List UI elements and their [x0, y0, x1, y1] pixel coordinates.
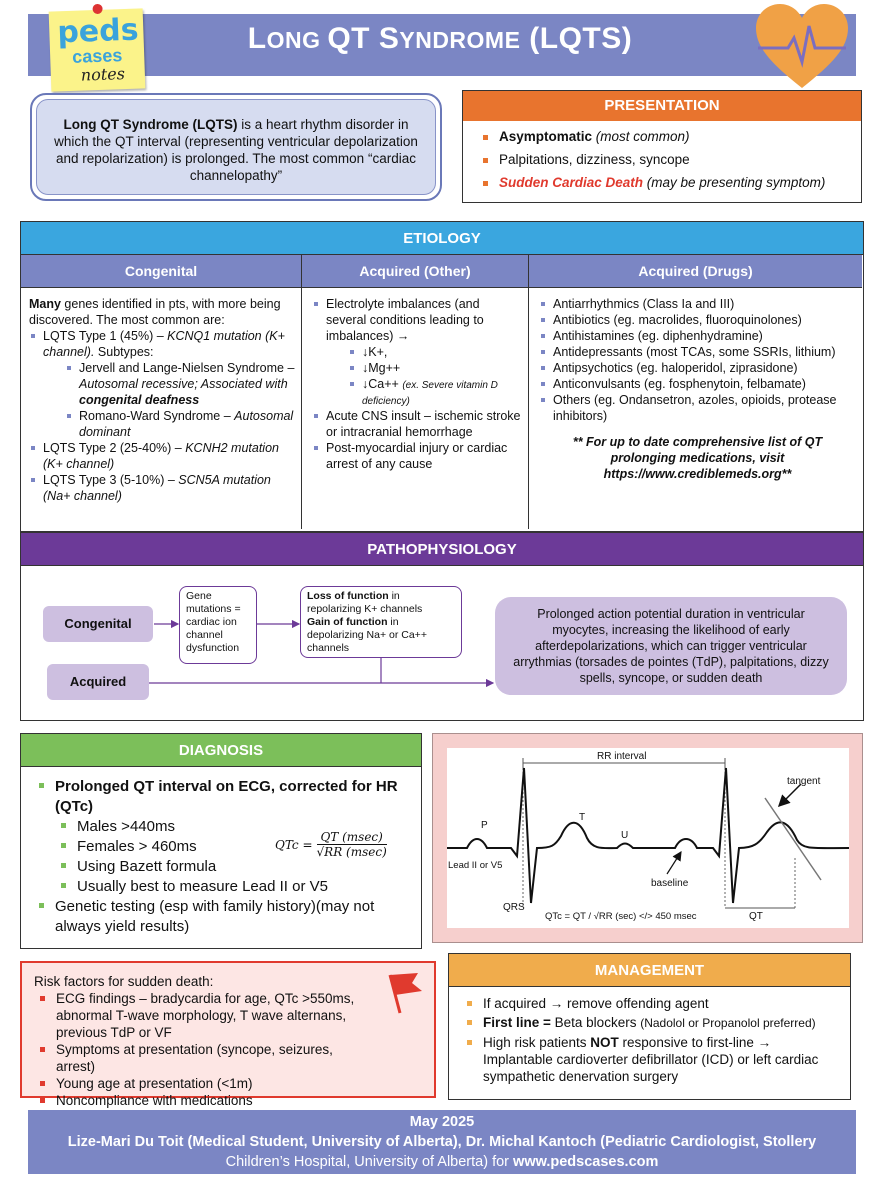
footer: May 2025 Lize-Mari Du Toit (Medical Stud…	[28, 1110, 856, 1174]
page-title: LONG QT SYNDROME (LQTS)	[247, 22, 633, 55]
diagnosis-heading: DIAGNOSIS	[21, 734, 421, 767]
list-item: Sudden Cardiac Death (may be presenting …	[477, 175, 849, 190]
header-bar	[28, 14, 856, 76]
list-item: Antipsychotics (eg. haloperidol, ziprasi…	[539, 360, 856, 376]
list-item: Electrolyte imbalances (and several cond…	[312, 296, 522, 408]
list-item: Symptoms at presentation (syncope, seizu…	[34, 1041, 374, 1075]
list-item: Palpitations, dizziness, syncope	[477, 152, 849, 167]
acquired-box: Acquired	[47, 664, 149, 700]
list-item: ↓K+,	[348, 344, 522, 360]
list-item: LQTS Type 3 (5-10%) – SCN5A mutation (Na…	[29, 472, 295, 504]
list-item: Usually best to measure Lead II or V5	[55, 877, 411, 897]
presentation-heading: PRESENTATION	[463, 91, 861, 121]
heart-icon	[756, 4, 848, 88]
list-item: Prolonged QT interval on ECG, corrected …	[33, 777, 411, 817]
bazett-formula: QTc = QT (msec) √RR (msec)	[275, 830, 387, 859]
congenital-box: Congenital	[43, 606, 153, 642]
list-item: If acquired → remove offending agent	[461, 995, 842, 1012]
management-section: MANAGEMENT If acquired → remove offendin…	[448, 953, 851, 1100]
pedscases-logo: peds cases notes	[48, 3, 146, 92]
list-item: ↓Mg++	[348, 360, 522, 376]
ecg-trace	[447, 758, 850, 909]
list-item: Post-myocardial injury or cardiac arrest…	[312, 440, 522, 472]
pin-icon	[92, 3, 103, 15]
congenital-column: Congenital Many genes identified in pts,…	[21, 255, 302, 529]
management-heading: MANAGEMENT	[449, 954, 850, 987]
acquired-other-column: Acquired (Other) Electrolyte imbalances …	[302, 255, 529, 529]
channel-function-box: Loss of function in repolarizing K+ chan…	[300, 586, 462, 658]
definition-box: Long QT Syndrome (LQTS) is a heart rhyth…	[30, 93, 442, 201]
patho-arrows	[149, 619, 495, 688]
gene-mutation-box: Gene mutations = cardiac ion channel dys…	[179, 586, 257, 664]
list-item: Romano-Ward Syndrome – Autosomal dominan…	[65, 408, 295, 440]
crediblemeds-note: ** For up to date comprehensive list of …	[572, 435, 823, 481]
ecg-diagram: RR interval tangent P T U Lead II or V5 …	[432, 733, 863, 943]
list-item: LQTS Type 2 (25-40%) – KCNH2 mutation (K…	[29, 440, 295, 472]
list-item: Antihistamines (eg. diphenhydramine)	[539, 328, 856, 344]
list-item: ECG findings – bradycardia for age, QTc …	[34, 990, 374, 1041]
patho-heading: PATHOPHYSIOLOGY	[21, 533, 863, 566]
etiology-section: ETIOLOGY Congenital Many genes identifie…	[20, 221, 864, 532]
etiology-heading: ETIOLOGY	[21, 222, 863, 255]
list-item: Females > 460ms	[55, 837, 411, 857]
list-item: Males >440ms	[55, 817, 411, 837]
list-item: Antiarrhythmics (Class Ia and III)	[539, 296, 856, 312]
flag-icon	[388, 973, 422, 1014]
list-item: High risk patients NOT responsive to fir…	[461, 1034, 842, 1085]
list-item: First line = Beta blockers (Nadolol or P…	[461, 1014, 842, 1032]
acquired-drugs-column: Acquired (Drugs) Antiarrhythmics (Class …	[529, 255, 862, 529]
list-item: Jervell and Lange-Nielsen Syndrome – Aut…	[65, 360, 295, 408]
list-item: Noncompliance with medications	[34, 1092, 374, 1109]
list-item: LQTS Type 1 (45%) – KCNQ1 mutation (K+ c…	[29, 328, 295, 440]
list-item: ↓Ca++ (ex. Severe vitamin D deficiency)	[348, 376, 522, 408]
presentation-section: PRESENTATION Asymptomatic (most common) …	[462, 90, 862, 203]
list-item: Antibiotics (eg. macrolides, fluoroquino…	[539, 312, 856, 328]
risk-factors-box: Risk factors for sudden death: ECG findi…	[20, 961, 436, 1108]
risk-title: Risk factors for sudden death:	[34, 974, 214, 989]
list-item: Genetic testing (esp with family history…	[33, 897, 411, 937]
diagnosis-section: DIAGNOSIS Prolonged QT interval on ECG, …	[20, 733, 422, 949]
list-item: Others (eg. Ondansetron, azoles, opioids…	[539, 392, 856, 424]
list-item: Acute CNS insult – ischemic stroke or in…	[312, 408, 522, 440]
list-item: Antidepressants (most TCAs, some SSRIs, …	[539, 344, 856, 360]
pathophysiology-section: PATHOPHYSIOLOGY Congenital Acquired Gene…	[20, 532, 864, 721]
result-box: Prolonged action potential duration in v…	[495, 597, 847, 695]
list-item: Using Bazett formula	[55, 857, 411, 877]
list-item: Anticonvulsants (eg. fosphenytoin, felba…	[539, 376, 856, 392]
list-item: Young age at presentation (<1m)	[34, 1075, 374, 1092]
list-item: Asymptomatic (most common)	[477, 129, 849, 144]
